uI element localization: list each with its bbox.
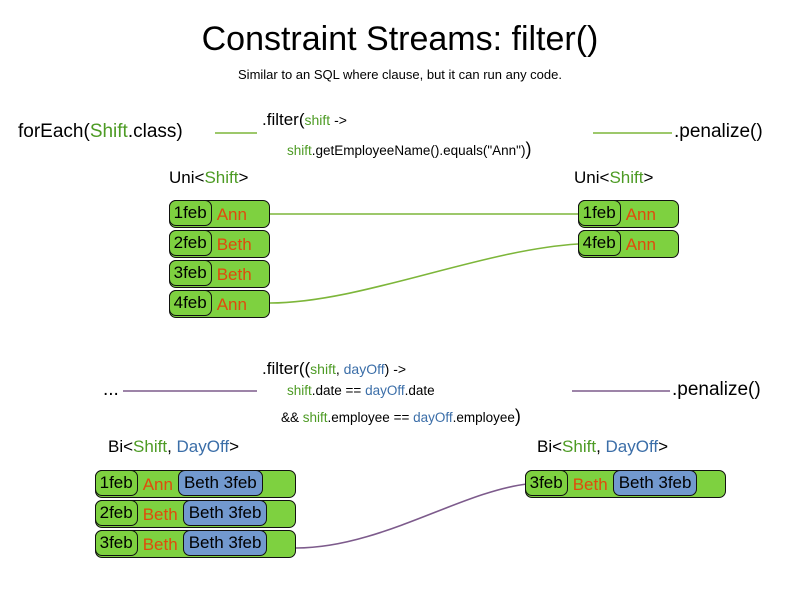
row2-source-expression: ... [103,379,119,400]
tuple-name: Beth [216,264,252,284]
tuple-name: Ann [625,234,656,254]
row1-terminal: .penalize() [674,121,763,142]
row2-filter-line3-pre: && [281,410,303,425]
row2-output-label-type-a: Shift [562,437,597,456]
row2-filter-line2-b-rest: .date [404,383,435,398]
flow-curve-3feb-beth [295,483,528,549]
row2-filter-line3: && shift.employee == dayOff.employee) [281,406,521,427]
tuple-date: 3feb [524,469,568,496]
tuple-pill[interactable]: 2feb Beth Beth 3feb [94,499,296,528]
row1-input-label-prefix: Uni< [169,168,205,187]
row2-filter-line2-a-rest: .date == [311,383,366,398]
row2-input-label-type-a: Shift [133,437,168,456]
tuple-pill[interactable]: 1feb Ann Beth 3feb [94,469,296,498]
row2-output-label-prefix: Bi< [537,437,563,456]
row2-filter-head-comma: , [335,361,344,377]
row1-filter-body: shift.getEmployeeName().equals("Ann")) [287,139,531,160]
tuple-pill[interactable]: 1feb Ann [168,199,270,228]
row1-filter-head: .filter(shift -> [262,110,347,130]
row2-filter-head-suffix: ) -> [384,361,407,377]
row1-output-label-suffix: > [643,168,654,187]
tuple-date: 1feb [94,469,138,496]
row2-filter-line3-b-rest: .employee [452,410,515,425]
row2-filter-line2-b: dayOff [365,383,405,398]
tuple-dayoff: Beth 3feb [182,499,268,526]
row2-filter-line2: shift.date == dayOff.date [287,383,435,398]
tuple-name: Beth [142,504,178,524]
row2-filter-line2-a: shift [287,383,312,398]
row1-source-type: Shift [89,121,128,142]
tuple-date: 1feb [168,199,212,226]
page-title: Constraint Streams: filter() [201,20,599,58]
row1-filter-body-close: ) [525,139,532,159]
row1-filter-head-suffix: -> [330,112,347,128]
row1-source-suffix: .class) [127,121,183,142]
row2-input-stream-label: Bi<Shift, DayOff> [108,437,239,457]
row2-terminal: .penalize() [672,379,761,400]
row2-filter-line3-b: dayOff [413,410,453,425]
row2-filter-head-param-a: shift [310,361,336,377]
row2-input-label-type-b: DayOff [176,437,230,456]
row1-filter-body-param: shift [287,143,312,158]
row2-output-label-comma: , [596,437,606,456]
row1-input-label-type: Shift [204,168,239,187]
tuple-dayoff: Beth 3feb [177,469,263,496]
row2-filter-line3-a: shift [302,410,328,425]
row1-input-stream-label: Uni<Shift> [169,168,248,188]
tuple-pill[interactable]: 4feb Ann [168,289,270,318]
row2-input-label-prefix: Bi< [108,437,134,456]
row2-filter-line3-a-rest: .employee == [327,410,414,425]
row1-source-expression: forEach(Shift.class) [18,121,183,143]
tuple-name: Beth [572,474,608,494]
tuple-date: 2feb [94,499,138,526]
row2-filter-head-param-b: dayOff [343,361,385,377]
flow-curve-4feb [269,243,579,304]
tuple-name: Beth [216,234,252,254]
row1-output-label-prefix: Uni< [574,168,610,187]
tuple-date: 2feb [168,229,212,256]
tuple-name: Ann [216,294,247,314]
row2-output-label-type-b: DayOff [605,437,659,456]
row1-filter-head-prefix: .filter( [262,110,305,129]
row2-filter-line3-close: ) [514,406,521,426]
row2-input-label-suffix: > [229,437,240,456]
tuple-date: 3feb [94,529,138,556]
tuple-pill[interactable]: 2feb Beth [168,229,270,258]
tuple-name: Ann [625,204,656,224]
tuple-dayoff: Beth 3feb [612,469,698,496]
tuple-pill[interactable]: 3feb Beth Beth 3feb [94,529,296,558]
tuple-dayoff: Beth 3feb [182,529,268,556]
row1-output-label-type: Shift [609,168,644,187]
row2-filter-head: .filter((shift, dayOff) -> [262,359,406,379]
tuple-date: 3feb [168,259,212,286]
row2-output-stream-label: Bi<Shift, DayOff> [537,437,668,457]
tuple-date: 1feb [577,199,621,226]
tuple-pill[interactable]: 3feb Beth [168,259,270,288]
row1-filter-body-rest: .getEmployeeName().equals("Ann") [311,143,526,158]
tuple-date: 4feb [577,229,621,256]
row1-filter-head-param: shift [304,112,331,128]
tuple-pill[interactable]: 1feb Ann [577,199,679,228]
tuple-pill[interactable]: 4feb Ann [577,229,679,258]
page-subtitle: Similar to an SQL where clause, but it c… [238,67,562,82]
tuple-name: Beth [142,534,178,554]
tuple-name: Ann [142,474,173,494]
tuple-pill[interactable]: 3feb Beth Beth 3feb [524,469,726,498]
tuple-date: 4feb [168,289,212,316]
tuple-name: Ann [216,204,247,224]
row2-output-label-suffix: > [658,437,669,456]
row2-filter-head-prefix: .filter(( [262,359,311,378]
row1-source-prefix: forEach( [18,121,90,142]
row2-input-label-comma: , [167,437,177,456]
row1-output-stream-label: Uni<Shift> [574,168,653,188]
row1-input-label-suffix: > [238,168,249,187]
